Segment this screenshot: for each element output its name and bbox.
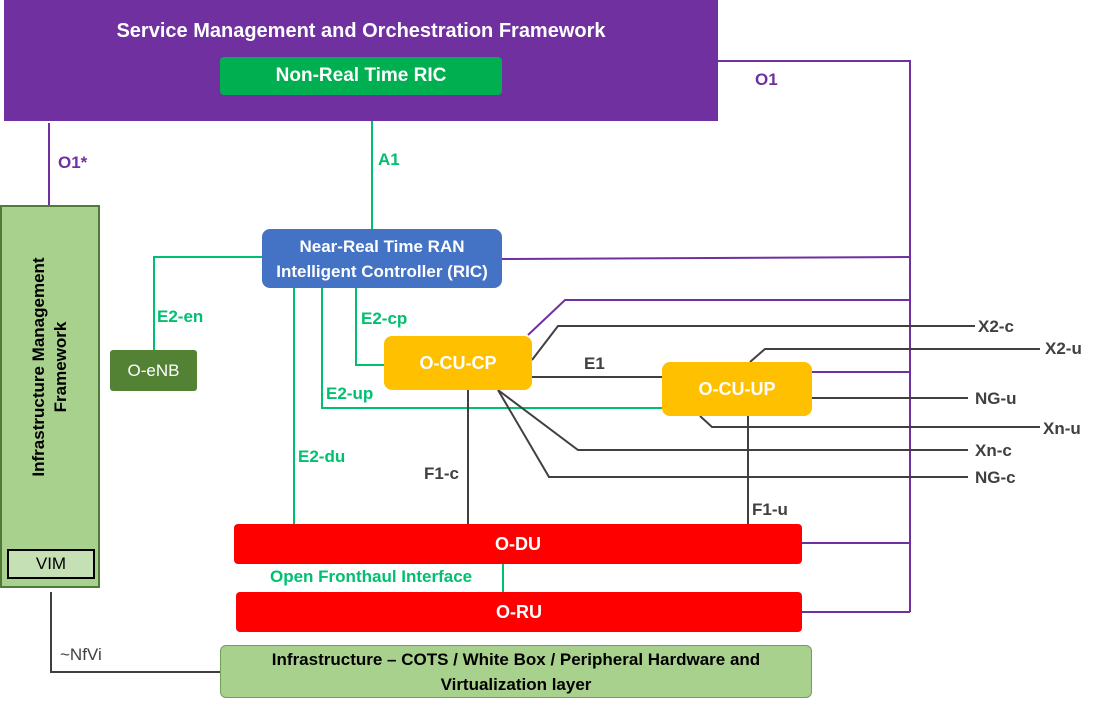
e1-label: E1	[584, 354, 605, 373]
x2c-label: X2-c	[978, 317, 1014, 336]
ofh-label: Open Fronthaul Interface	[270, 567, 473, 586]
a1-label: A1	[378, 150, 400, 169]
e2up-label: E2-up	[326, 384, 374, 403]
oenb-box[interactable]: O-eNB	[110, 350, 197, 391]
xnu-label: Xn-u	[1043, 419, 1081, 438]
nonrt-ric-box[interactable]: Non-Real Time RIC	[220, 57, 502, 95]
grey-lines	[50, 325, 1040, 673]
odu-label: O-DU	[495, 533, 541, 554]
vim-box[interactable]: VIM	[7, 549, 95, 579]
e2cp-label: E2-cp	[361, 309, 408, 328]
infra-line1: Infrastructure – COTS / White Box / Peri…	[271, 649, 761, 669]
oru-label: O-RU	[496, 601, 542, 622]
ngc-label: NG-c	[975, 468, 1016, 487]
x2u-label: X2-u	[1045, 339, 1082, 358]
imf-frame: Infrastructure Management Framework VIM	[0, 205, 100, 588]
oru-box[interactable]: O-RU	[236, 592, 802, 632]
imf-title: Infrastructure Management Framework	[29, 257, 70, 477]
o1star-label: O1*	[58, 153, 88, 172]
smo-title: Service Management and Orchestration Fra…	[116, 20, 606, 42]
infra-line2: Virtualization layer	[440, 674, 592, 694]
odu-box[interactable]: O-DU	[234, 524, 802, 564]
xnc-label: Xn-c	[975, 441, 1012, 460]
ocu-cp-label: O-CU-CP	[419, 352, 497, 373]
near-rt-ric-line2: Intelligent Controller (RIC)	[276, 261, 488, 281]
oenb-label: O-eNB	[127, 360, 180, 380]
e2du-label: E2-du	[298, 447, 346, 466]
f1u-label: F1-u	[752, 500, 788, 519]
nonrt-ric-label: Non-Real Time RIC	[275, 65, 447, 86]
ocu-up-label: O-CU-UP	[698, 378, 776, 399]
f1c-label: F1-c	[424, 464, 459, 483]
nfvi-label: ~NfVi	[60, 645, 102, 664]
infra-box[interactable]: Infrastructure – COTS / White Box / Peri…	[220, 645, 812, 698]
vim-label: VIM	[35, 554, 67, 573]
ocu-up-box[interactable]: O-CU-UP	[662, 362, 812, 416]
ngu-label: NG-u	[975, 389, 1017, 408]
ocu-cp-box[interactable]: O-CU-CP	[384, 336, 532, 390]
o1-label: O1	[755, 70, 778, 89]
e2-lines	[153, 95, 662, 592]
near-rt-ric-box[interactable]: Near-Real Time RAN Intelligent Controlle…	[262, 229, 502, 288]
e2en-label: E2-en	[157, 307, 204, 326]
o1-lines	[48, 60, 911, 613]
near-rt-ric-line1: Near-Real Time RAN	[299, 236, 465, 256]
